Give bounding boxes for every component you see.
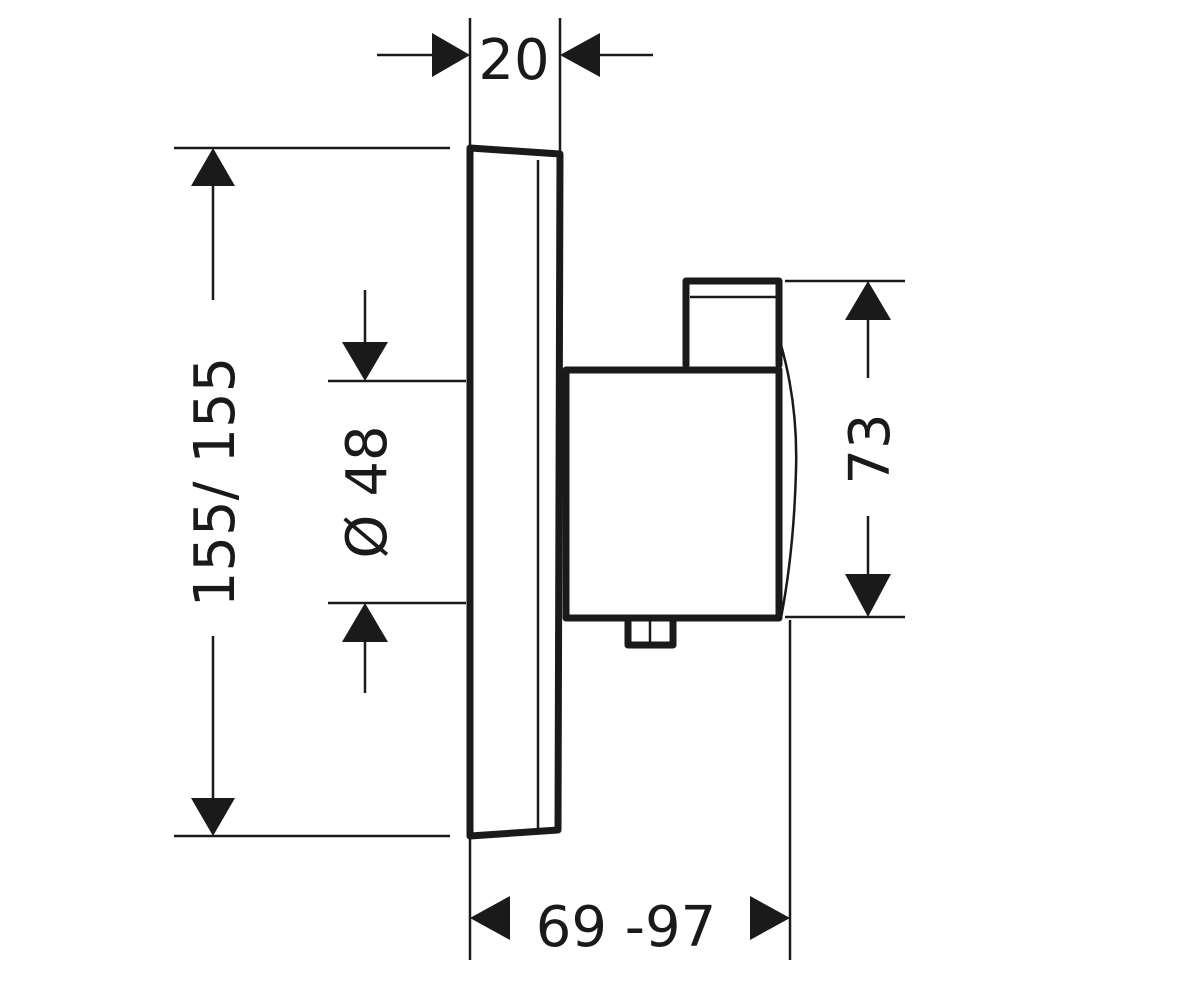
- dimension-lines: [211, 53, 870, 798]
- arrow-depth-left: [470, 896, 510, 940]
- valve-outline: [466, 144, 783, 840]
- cover-plate: [466, 144, 564, 840]
- body-height-dimension-label: 73: [838, 413, 903, 484]
- arrow-48-bottom: [342, 603, 388, 642]
- arrow-155-top: [191, 148, 235, 186]
- arrow-73-bottom: [845, 574, 891, 617]
- dimension-labels: 20 155/ 155 Ø 48 73 69 -97: [183, 28, 903, 960]
- arrow-155-bottom: [191, 798, 235, 836]
- arrow-20-right: [560, 33, 600, 77]
- arrow-20-left: [432, 33, 470, 77]
- arrow-depth-right: [750, 896, 790, 940]
- valve-detail-lines: [536, 160, 798, 828]
- height-dimension-label: 155/ 155: [183, 357, 248, 607]
- extension-lines: [174, 18, 905, 960]
- arrow-48-top: [342, 342, 388, 381]
- arrowheads: [191, 33, 891, 940]
- body-curve: [779, 344, 798, 619]
- width-dimension-label: 20: [478, 28, 549, 93]
- diameter-dimension-label: Ø 48: [335, 425, 400, 558]
- top-cap: [682, 277, 783, 369]
- depth-dimension-label: 69 -97: [536, 895, 717, 960]
- arrow-73-top: [845, 281, 891, 320]
- valve-body: [562, 366, 783, 622]
